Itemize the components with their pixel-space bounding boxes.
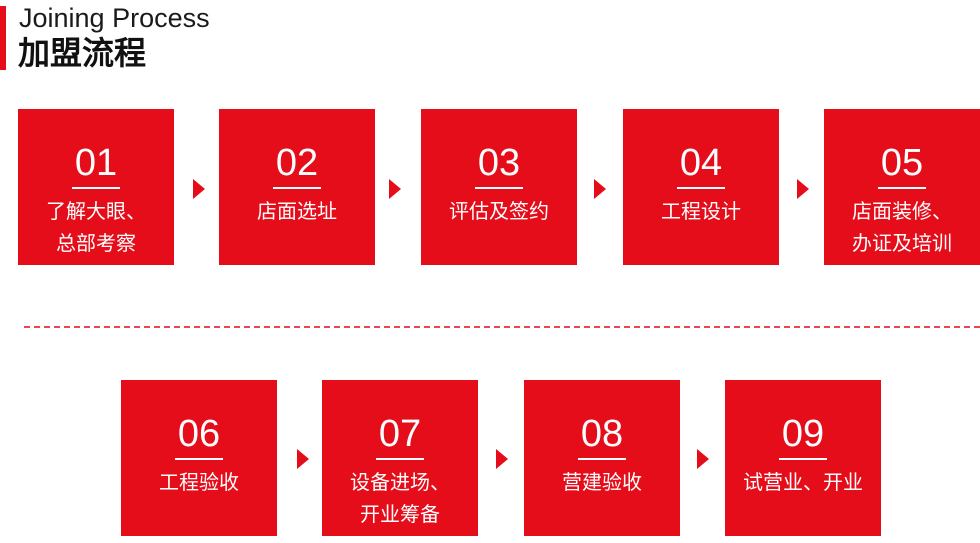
step-number-underline [376, 458, 424, 460]
step-label: 店面选址 [223, 195, 371, 227]
step-number: 02 [275, 142, 319, 184]
arrow-right-icon [496, 449, 508, 469]
step-label: 工程设计 [627, 195, 775, 227]
step-number-underline [677, 187, 725, 189]
step-label-line-1: 工程验收 [159, 470, 239, 494]
step-number: 01 [74, 142, 118, 184]
step-label-line-1: 设备进场、 [350, 470, 450, 494]
step-05-card: 05 店面装修、 办证及培训 [824, 109, 980, 265]
step-08-card: 08 营建验收 [524, 380, 680, 536]
step-label-line-1: 评估及签约 [449, 199, 549, 223]
title-accent-bar [0, 6, 6, 70]
step-number-underline [175, 458, 223, 460]
step-06-card: 06 工程验收 [121, 380, 277, 536]
step-number-underline [273, 187, 321, 189]
step-label: 试营业、开业 [729, 466, 877, 498]
step-09-card: 09 试营业、开业 [725, 380, 881, 536]
arrow-right-icon [797, 179, 809, 199]
step-number: 09 [781, 413, 825, 455]
step-number-underline [878, 187, 926, 189]
step-label-line-1: 了解大眼、 [46, 199, 146, 223]
step-number-underline [779, 458, 827, 460]
step-label-line-1: 店面装修、 [852, 199, 952, 223]
step-label: 店面装修、 办证及培训 [828, 195, 976, 259]
step-label: 评估及签约 [425, 195, 573, 227]
step-label-line-1: 营建验收 [562, 470, 642, 494]
dashed-divider [24, 326, 980, 328]
step-label-line-1: 工程设计 [661, 199, 741, 223]
arrow-right-icon [697, 449, 709, 469]
arrow-right-icon [594, 179, 606, 199]
arrow-right-icon [297, 449, 309, 469]
step-label-line-1: 店面选址 [257, 199, 337, 223]
step-label-line-2: 办证及培训 [852, 231, 952, 255]
step-number: 08 [580, 413, 624, 455]
step-number: 07 [378, 413, 422, 455]
step-label-line-1: 试营业、开业 [743, 470, 863, 494]
step-number: 03 [477, 142, 521, 184]
step-number-underline [475, 187, 523, 189]
page-title-english: Joining Process [19, 3, 210, 33]
step-02-card: 02 店面选址 [219, 109, 375, 265]
step-number: 04 [679, 142, 723, 184]
step-number: 06 [177, 413, 221, 455]
step-03-card: 03 评估及签约 [421, 109, 577, 265]
step-label: 营建验收 [528, 466, 676, 498]
page-title-chinese: 加盟流程 [18, 34, 147, 72]
arrow-right-icon [193, 179, 205, 199]
step-04-card: 04 工程设计 [623, 109, 779, 265]
step-number: 05 [880, 142, 924, 184]
step-label: 工程验收 [125, 466, 273, 498]
step-number-underline [72, 187, 120, 189]
step-01-card: 01 了解大眼、 总部考察 [18, 109, 174, 265]
step-07-card: 07 设备进场、 开业筹备 [322, 380, 478, 536]
arrow-right-icon [389, 179, 401, 199]
step-label: 设备进场、 开业筹备 [326, 466, 474, 530]
step-label-line-2: 开业筹备 [360, 502, 440, 526]
step-label: 了解大眼、 总部考察 [22, 195, 170, 259]
step-number-underline [578, 458, 626, 460]
step-label-line-2: 总部考察 [56, 231, 136, 255]
